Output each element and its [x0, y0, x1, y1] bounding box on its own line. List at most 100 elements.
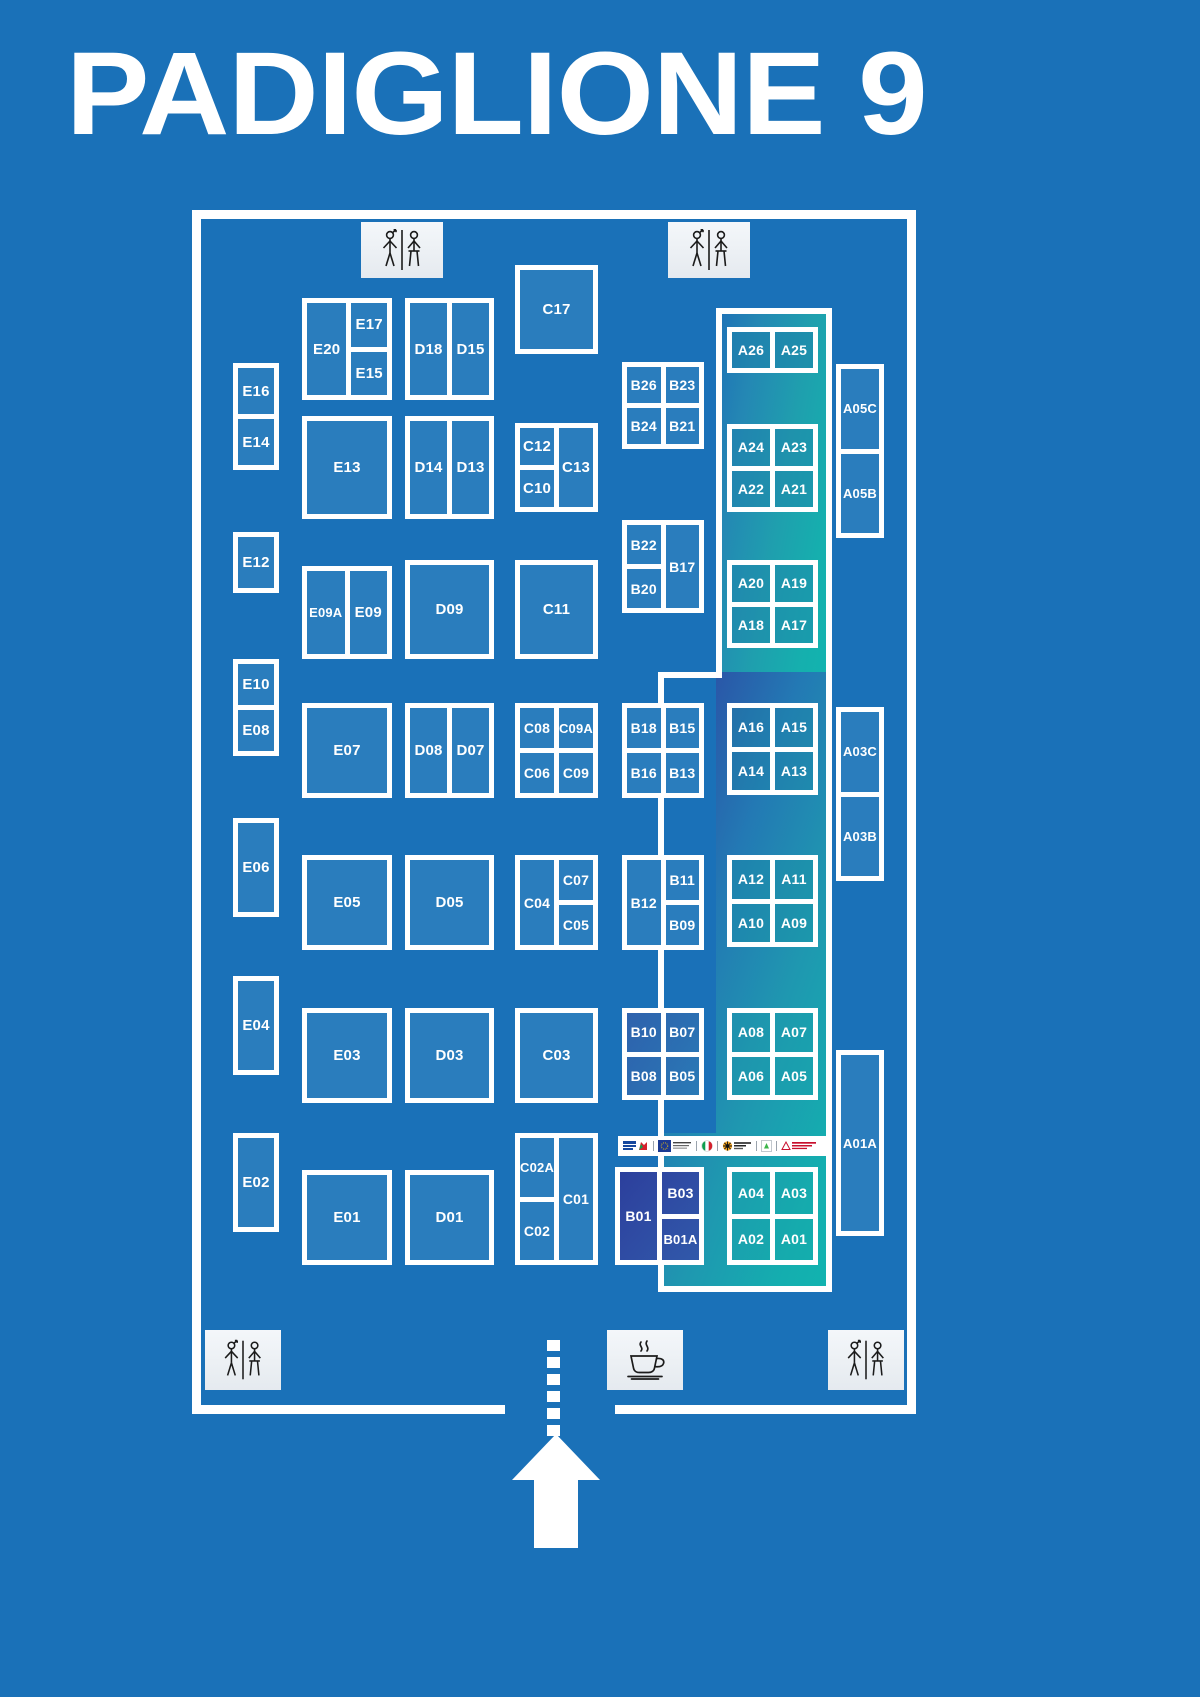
stand-B26[interactable]: B26	[627, 367, 661, 408]
stand-C09[interactable]: C09	[562, 765, 590, 781]
stand-E09[interactable]: E09	[354, 604, 382, 621]
stand-group-A26-A25[interactable]: A26 A25	[727, 327, 818, 373]
stand-B23[interactable]: B23	[665, 367, 699, 408]
stand-B09[interactable]: B09	[669, 917, 696, 933]
stand-A01[interactable]: A01	[780, 1231, 808, 1248]
stand-B03[interactable]: B03	[662, 1172, 699, 1219]
stand-group-D18-D15[interactable]: D18 D15	[405, 298, 494, 400]
stand-B01[interactable]: B01	[620, 1172, 662, 1260]
stand-E15[interactable]: E15	[355, 364, 383, 382]
stand-A09[interactable]: A09	[780, 914, 808, 931]
stand-C11[interactable]: C11	[542, 601, 571, 618]
stand-A23[interactable]: A23	[775, 429, 813, 471]
stand-A05C[interactable]: A05C	[841, 369, 879, 454]
stand-B08[interactable]: B08	[630, 1067, 657, 1084]
stand-C17[interactable]: C17	[542, 301, 571, 318]
stand-E16[interactable]: E16	[238, 368, 274, 419]
stand-A07[interactable]: A07	[775, 1013, 813, 1057]
stand-B16[interactable]: B16	[630, 765, 657, 781]
stand-group-E13[interactable]: E13	[302, 416, 392, 519]
stand-group-C08-C09A-C06-C09[interactable]: C08 C06 C09A C09	[515, 703, 598, 798]
stand-D13[interactable]: D13	[456, 459, 485, 476]
stand-A03[interactable]: A03	[775, 1172, 813, 1219]
stand-group-C17[interactable]: C17	[515, 265, 598, 354]
stand-group-B18-B15-B16-B13[interactable]: B18 B16 B15 B13	[622, 703, 704, 798]
stand-E08[interactable]: E08	[242, 722, 270, 739]
stand-D15[interactable]: D15	[456, 340, 485, 358]
stand-D07[interactable]: D07	[456, 742, 485, 759]
stand-group-A01A[interactable]: A01A	[836, 1050, 884, 1236]
stand-group-E07[interactable]: E07	[302, 703, 392, 798]
stand-B22[interactable]: B22	[627, 525, 661, 569]
stand-A04[interactable]: A04	[732, 1172, 770, 1219]
stand-E13[interactable]: E13	[333, 459, 361, 476]
stand-group-B26-B23-B24-B21[interactable]: B26 B24 B23 B21	[622, 362, 704, 449]
stand-C02A[interactable]: C02A	[520, 1138, 555, 1202]
stand-A24[interactable]: A24	[732, 429, 770, 471]
stand-C09A[interactable]: C09A	[558, 708, 593, 753]
stand-group-C04-C07-C05[interactable]: C04 C07 C05	[515, 855, 598, 950]
stand-group-D08-D07[interactable]: D08 D07	[405, 703, 494, 798]
stand-group-A20-A19-A18-A17[interactable]: A20 A18 A19 A17	[727, 560, 818, 648]
stand-B13[interactable]: B13	[669, 765, 696, 781]
stand-group-E09A-E09[interactable]: E09A E09	[302, 566, 392, 659]
stand-A02[interactable]: A02	[737, 1231, 765, 1248]
stand-E03[interactable]: E03	[333, 1047, 361, 1064]
stand-A21[interactable]: A21	[780, 480, 808, 497]
stand-A05[interactable]: A05	[780, 1067, 808, 1084]
stand-group-E01[interactable]: E01	[302, 1170, 392, 1265]
stand-C10[interactable]: C10	[522, 480, 552, 497]
stand-C07[interactable]: C07	[559, 860, 593, 905]
stand-group-B22-B20-B17[interactable]: B22 B20 B17	[622, 520, 704, 613]
stand-group-A16-A15-A14-A13[interactable]: A16 A14 A15 A13	[727, 703, 818, 795]
stand-A26[interactable]: A26	[732, 332, 775, 368]
stand-E10[interactable]: E10	[238, 664, 274, 710]
stand-A19[interactable]: A19	[775, 565, 813, 607]
stand-C12[interactable]: C12	[520, 428, 554, 470]
stand-B20[interactable]: B20	[630, 580, 657, 597]
stand-E17[interactable]: E17	[351, 303, 387, 352]
stand-C13[interactable]: C13	[561, 459, 591, 476]
stand-A08[interactable]: A08	[732, 1013, 770, 1057]
stand-E05[interactable]: E05	[333, 894, 361, 911]
stand-E09A[interactable]: E09A	[307, 571, 350, 654]
stand-group-D03[interactable]: D03	[405, 1008, 494, 1103]
stand-group-E06[interactable]: E06	[233, 818, 279, 917]
stand-group-A12-A11-A10-A09[interactable]: A12 A10 A11 A09	[727, 855, 818, 947]
stand-D09[interactable]: D09	[435, 601, 464, 618]
stand-group-D14-D13[interactable]: D14 D13	[405, 416, 494, 519]
stand-A01A[interactable]: A01A	[842, 1135, 878, 1151]
stand-A12[interactable]: A12	[732, 860, 770, 904]
stand-A17[interactable]: A17	[780, 616, 808, 633]
stand-group-C12-C10-C13[interactable]: C12 C10 C13	[515, 423, 598, 512]
stand-B05[interactable]: B05	[669, 1067, 696, 1084]
stand-group-B12-B11-B09[interactable]: B12 B11 B09	[622, 855, 704, 950]
stand-group-D09[interactable]: D09	[405, 560, 494, 659]
stand-D03[interactable]: D03	[435, 1047, 464, 1064]
stand-A14[interactable]: A14	[737, 762, 765, 779]
stand-group-A24-A23-A22-A21[interactable]: A24 A22 A23 A21	[727, 424, 818, 512]
stand-A20[interactable]: A20	[732, 565, 770, 607]
stand-A15[interactable]: A15	[775, 708, 813, 752]
stand-group-E02[interactable]: E02	[233, 1133, 279, 1232]
stand-A18[interactable]: A18	[737, 616, 765, 633]
stand-B11[interactable]: B11	[665, 860, 699, 905]
stand-group-E20-E17-E15[interactable]: E20 E17 E15	[302, 298, 392, 400]
stand-group-D05[interactable]: D05	[405, 855, 494, 950]
stand-group-C03[interactable]: C03	[515, 1008, 598, 1103]
stand-group-A08-A07-A06-A05[interactable]: A08 A06 A07 A05	[727, 1008, 818, 1100]
stand-group-E16-E14[interactable]: E16 E14	[233, 363, 279, 470]
stand-B10[interactable]: B10	[627, 1013, 661, 1057]
stand-D18[interactable]: D18	[410, 303, 452, 395]
stand-C02[interactable]: C02	[523, 1222, 551, 1239]
stand-A16[interactable]: A16	[732, 708, 770, 752]
stand-A25[interactable]: A25	[780, 342, 808, 358]
stand-A22[interactable]: A22	[737, 480, 765, 497]
stand-A10[interactable]: A10	[737, 914, 765, 931]
stand-group-C11[interactable]: C11	[515, 560, 598, 659]
stand-group-A03C-A03B[interactable]: A03C A03B	[836, 707, 884, 881]
stand-C08[interactable]: C08	[520, 708, 554, 753]
stand-B24[interactable]: B24	[630, 418, 657, 434]
stand-D05[interactable]: D05	[435, 894, 464, 911]
stand-group-D01[interactable]: D01	[405, 1170, 494, 1265]
